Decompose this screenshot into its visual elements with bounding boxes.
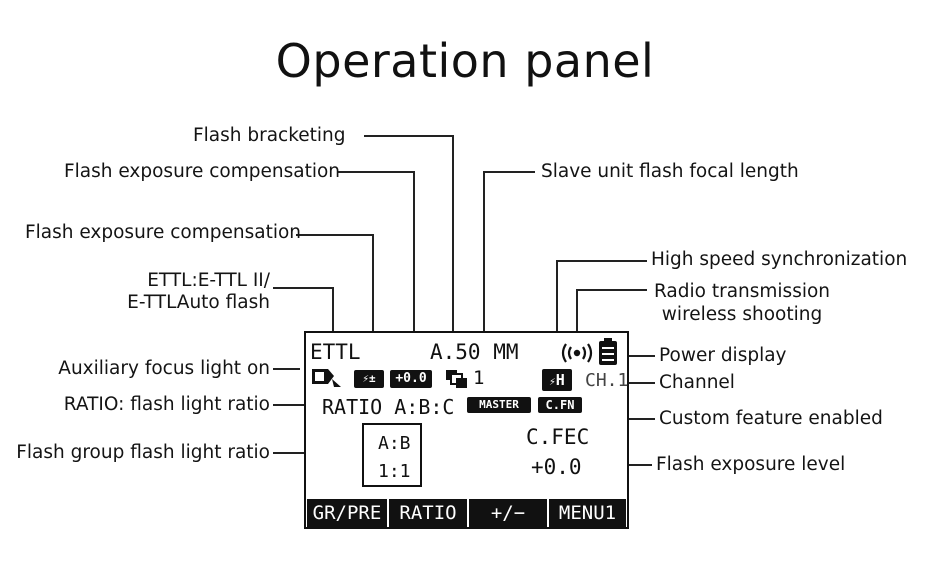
hss-icon: ⚡H (542, 369, 572, 391)
label-aux-focus: Auxiliary focus light on (58, 358, 270, 379)
label-radio-1: Radio transmission (653, 281, 831, 302)
master-badge: MASTER (467, 397, 531, 413)
group-box-bottom: 1:1 (378, 461, 411, 482)
ratio-readout: RATIO A:B:C (322, 395, 455, 419)
label-ettl-1: ETTL:E-TTL II/ (147, 270, 270, 291)
function-button-ratio[interactable]: RATIO (389, 499, 467, 528)
function-button-menu1[interactable]: MENU1 (549, 499, 626, 528)
label-ettl-2: E-TTLAuto flash (127, 292, 270, 313)
function-button-plus-minus[interactable]: +/− (469, 499, 547, 528)
lcd-panel: ETTL A.50 MM ⚡± +0.0 1 ⚡H CH.1 RATIO A:B… (304, 331, 629, 529)
label-fec-1: Flash exposure compensation (64, 161, 341, 182)
label-hss: High speed synchronization (651, 249, 908, 270)
label-group-ratio: Flash group flash light ratio (16, 442, 270, 463)
leader-fec-2 (296, 234, 374, 360)
group-ratio-box: A:B 1:1 (362, 423, 422, 487)
label-radio-2: wireless shooting (661, 304, 823, 325)
focus-assist-icon (312, 369, 341, 387)
channel-readout: CH.1 (585, 370, 629, 391)
page-title: Operation panel (275, 34, 655, 88)
label-ratio: RATIO: flash light ratio (63, 394, 270, 415)
function-button-gr-pre[interactable]: GR/PRE (307, 499, 387, 528)
leader-flash-bracketing (364, 135, 454, 350)
cfec-value: +0.0 (531, 455, 582, 479)
label-power: Power display (659, 345, 787, 366)
leader-slave-focal (483, 171, 535, 340)
label-flash-bracketing: Flash bracketing (193, 125, 346, 146)
mode-readout: ETTL (310, 340, 361, 364)
bracketing-icon (446, 370, 467, 388)
fec-badge: +0.0 (390, 370, 432, 388)
label-slave-focal: Slave unit flash focal length (541, 161, 799, 182)
battery-icon (599, 338, 617, 365)
leader-ettl (273, 287, 334, 342)
leader-fec-1 (337, 171, 415, 350)
hss-badge: H (555, 371, 565, 389)
cfec-label: C.FEC (526, 425, 590, 449)
group-box-top: A:B (378, 433, 411, 454)
label-custom-feature: Custom feature enabled (659, 408, 883, 429)
radio-icon (561, 343, 593, 363)
cfn-badge: C.FN (538, 397, 582, 413)
label-exposure-level: Flash exposure level (656, 454, 846, 475)
zoom-readout: A.50 MM (430, 340, 519, 364)
label-channel: Channel (659, 372, 735, 393)
bracket-count: 1 (473, 367, 485, 389)
label-fec-2: Flash exposure compensation (25, 222, 302, 243)
fec-icon: ⚡± (354, 370, 384, 388)
leader-radio (576, 289, 647, 342)
